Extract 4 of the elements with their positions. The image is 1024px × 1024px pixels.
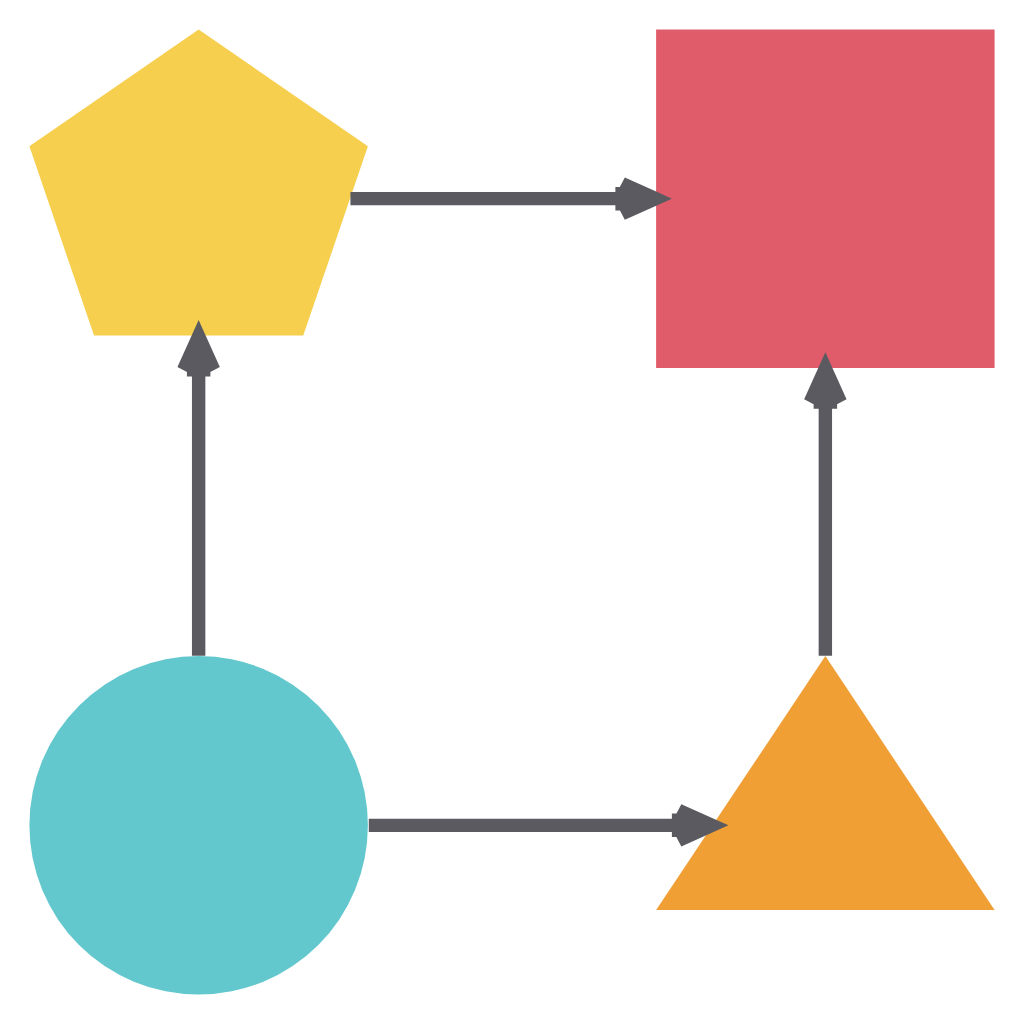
node-box (656, 29, 995, 368)
node-triangle (656, 656, 995, 910)
node-circle (29, 656, 368, 995)
node-pentagon (29, 29, 368, 336)
